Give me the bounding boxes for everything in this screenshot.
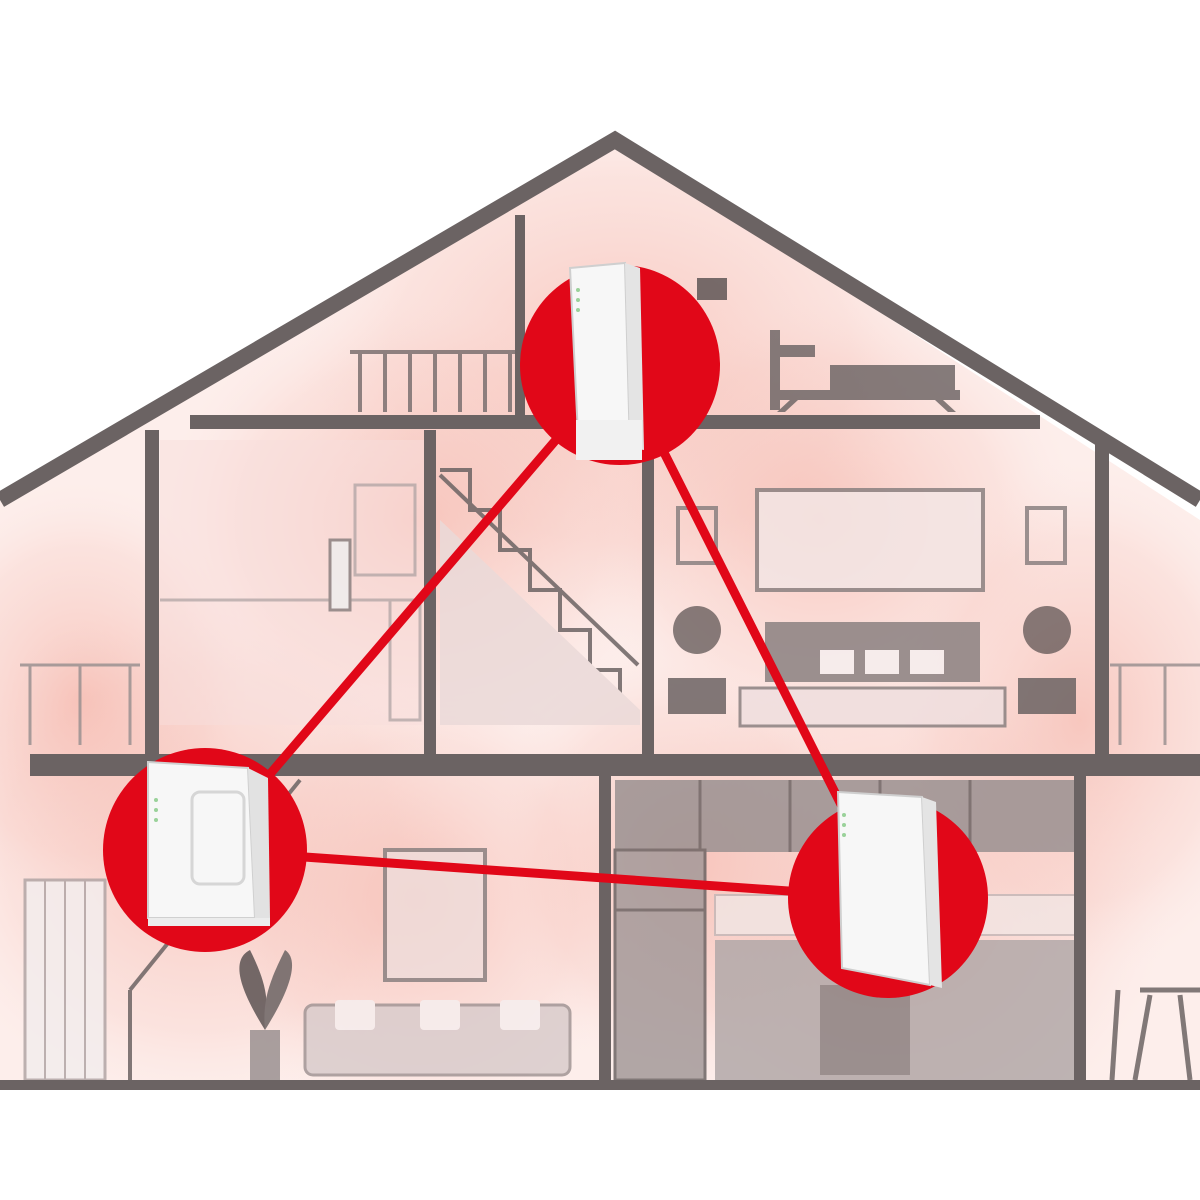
upper-staircase [438,468,640,725]
furniture [20,278,1200,1082]
node-right-extender [788,790,988,998]
right-balcony [1110,663,1200,745]
living-room [23,848,572,1082]
wifi-extender-icon [836,790,942,988]
attic-lamp [697,278,727,300]
mesh-link-top-left [200,360,625,855]
attic-railing [350,350,515,412]
node-left-router [103,748,307,952]
left-balcony [20,663,140,745]
wifi-extender-icon [568,261,644,460]
bathroom [160,440,425,725]
mesh-link-left-right [200,845,893,903]
roof [0,130,1200,507]
kitchen [613,780,1076,1082]
wifi-router-icon [147,760,270,926]
dining [1109,987,1200,1081]
node-top-extender [520,261,720,465]
attic-daybed [770,330,960,412]
